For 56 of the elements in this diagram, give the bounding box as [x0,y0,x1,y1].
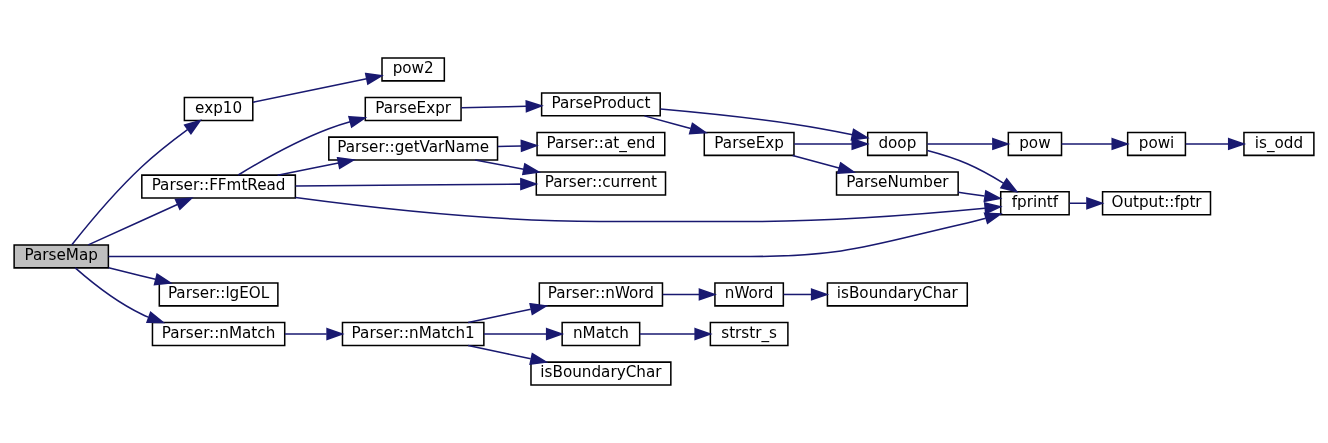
arrow [782,288,830,301]
node-box: pow [1007,131,1063,157]
arrow [460,99,544,113]
arrow [474,159,542,176]
node-box: powi [1126,131,1187,157]
node-box: strstr_s [709,321,789,347]
arrow [957,189,1003,203]
arrow [793,137,870,151]
node-box: pow2 [381,57,446,82]
arrow [643,115,708,135]
arrow [71,119,203,246]
arrow [639,327,713,341]
node-box: nWord [714,282,785,307]
arrow [467,344,549,366]
arrow [237,115,368,176]
arrow [1185,137,1247,151]
node-box: ParseProduct [540,92,661,117]
node-box: fprintf [999,191,1070,216]
arrow [107,267,173,286]
arrow [252,72,384,103]
node-box: Parser::current [535,171,667,196]
arrow [926,149,1019,193]
arrow [294,177,539,191]
arrow [87,197,194,246]
node-box: Parser::at_end [536,131,666,157]
node-box: nMatch [561,321,641,347]
arrow [497,139,539,153]
arrow [659,108,870,141]
node-box: Parser::lgEOL [158,282,279,307]
node-box: is_odd [1243,131,1315,157]
node-box: doop [866,131,928,157]
arrow [1060,137,1130,151]
node-box: ParseMap [13,244,110,269]
node-box: ParseExp [703,131,795,157]
node-box: ParseNumber [835,171,959,196]
node-box: Parser::nMatch1 [341,321,485,347]
arrow [467,302,549,324]
arrow [107,212,1003,258]
arrow [1068,196,1105,210]
arrow [74,267,166,324]
arrow [791,154,857,175]
node-box: exp10 [183,96,254,122]
node-box: isBoundaryChar [530,361,672,386]
arrow [926,137,1011,151]
arrow [284,327,345,341]
arrow [276,156,356,176]
node-box: Parser::nMatch [151,321,286,347]
node-box: Parser::FFmtRead [141,174,297,199]
node-box: Parser::getVarName [328,136,499,161]
arrow [294,196,1003,223]
node-box: isBoundaryChar [826,282,969,307]
arrow [483,327,565,341]
node-box: Parser::nWord [538,282,664,307]
node-box: ParseExpr [364,96,462,122]
node-box: Output::fptr [1101,191,1212,216]
arrow [662,288,717,301]
